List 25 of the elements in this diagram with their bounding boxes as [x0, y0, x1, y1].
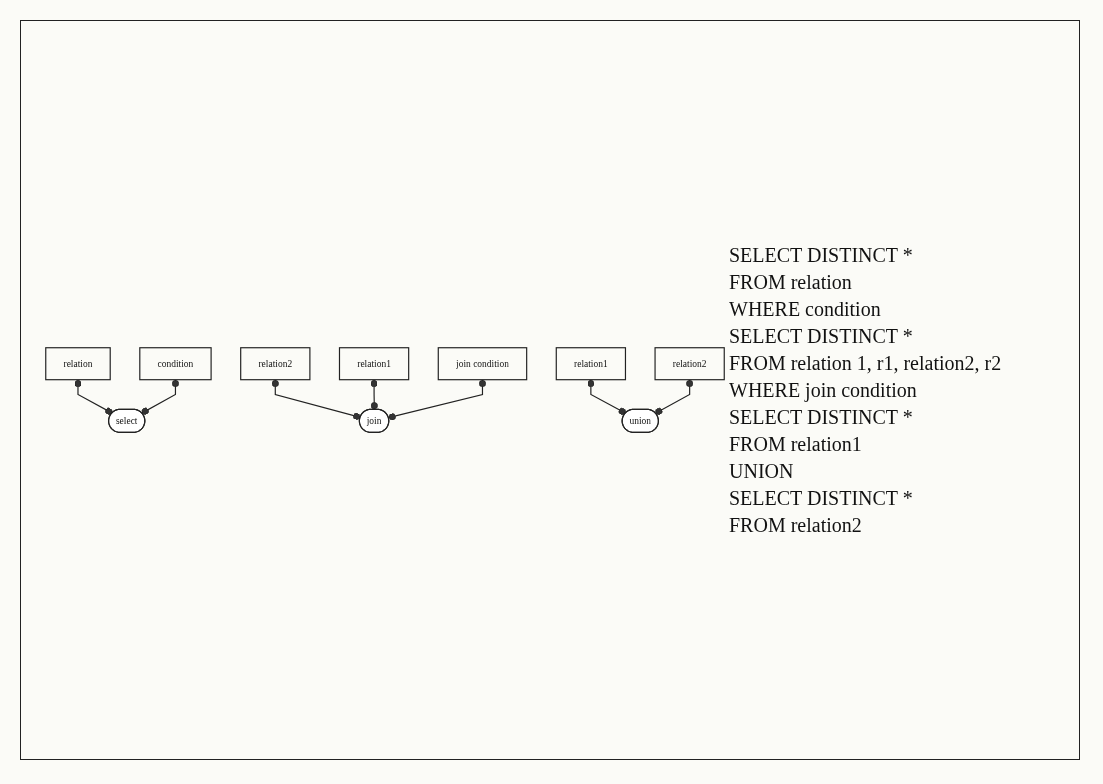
query-text: FROM relation 1, r1, relation2, r2 [729, 350, 1003, 376]
query-text: UNION [729, 458, 795, 484]
connector [387, 379, 487, 421]
node-box: relation1 [555, 347, 627, 381]
query-text: SELECT DISTINCT * [729, 404, 914, 430]
query-text: SELECT DISTINCT * [729, 485, 914, 511]
connector [654, 379, 694, 415]
node-box: relation1 [338, 347, 410, 381]
connector [370, 379, 378, 411]
query-text: SELECT DISTINCT * [729, 323, 914, 349]
query-text: FROM relation2 [729, 512, 863, 538]
query-text: FROM relation [729, 269, 853, 295]
node-box: relation2 [240, 347, 311, 381]
node-box: relation2 [654, 347, 725, 381]
node-box: condition [139, 347, 212, 381]
node-box: relation [45, 347, 111, 381]
query-text: FROM relation1 [729, 431, 863, 457]
connector [74, 379, 113, 415]
connector [587, 379, 627, 415]
connector [271, 379, 361, 420]
node-box: join condition [437, 347, 528, 381]
connector [141, 379, 180, 415]
query-text: WHERE join condition [729, 377, 918, 403]
query-text: WHERE condition [729, 296, 882, 322]
query-text: SELECT DISTINCT * [729, 242, 914, 268]
